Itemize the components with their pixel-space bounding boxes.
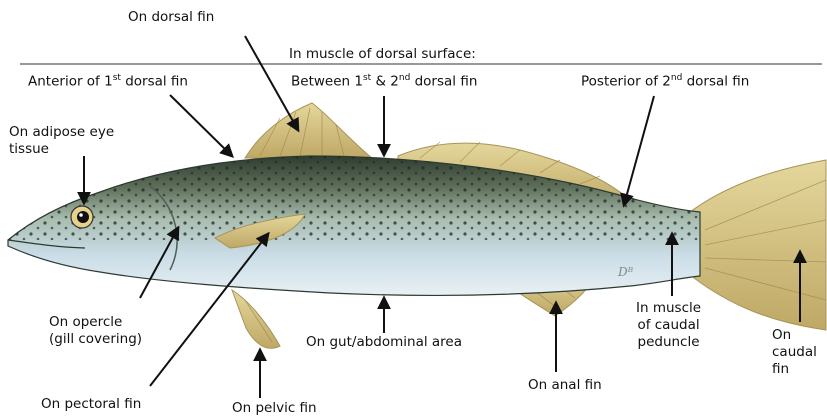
label-adipose-eye-tissue: On adipose eye tissue (9, 124, 114, 158)
label-pelvic-fin: On pelvic fin (232, 400, 317, 417)
label-caudal-peduncle: In muscle of caudal peduncle (636, 300, 701, 351)
label-gut-abdominal: On gut/abdominal area (306, 334, 462, 351)
label-pectoral-fin: On pectoral fin (41, 396, 141, 413)
caudal-fin (690, 160, 826, 330)
first-dorsal-fin (245, 103, 372, 158)
arrow-anterior-dorsal (170, 95, 232, 156)
label-posterior-second-dorsal: Posterior of 2nd dorsal fin (581, 70, 749, 91)
label-between-dorsal-fins: Between 1st & 2nd dorsal fin (291, 70, 477, 91)
dorsal-surface-title: In muscle of dorsal surface: (289, 46, 476, 63)
label-dorsal-fin: On dorsal fin (128, 9, 214, 26)
label-anterior-first-dorsal: Anterior of 1st dorsal fin (28, 70, 188, 91)
label-anal-fin: On anal fin (528, 377, 602, 394)
pelvic-fin (232, 290, 280, 348)
label-caudal-fin: On caudal fin (772, 327, 817, 378)
arrow-posterior-dorsal (624, 96, 654, 205)
svg-text:Dᴮ: Dᴮ (617, 265, 634, 279)
label-opercle: On opercle (gill covering) (49, 314, 142, 348)
